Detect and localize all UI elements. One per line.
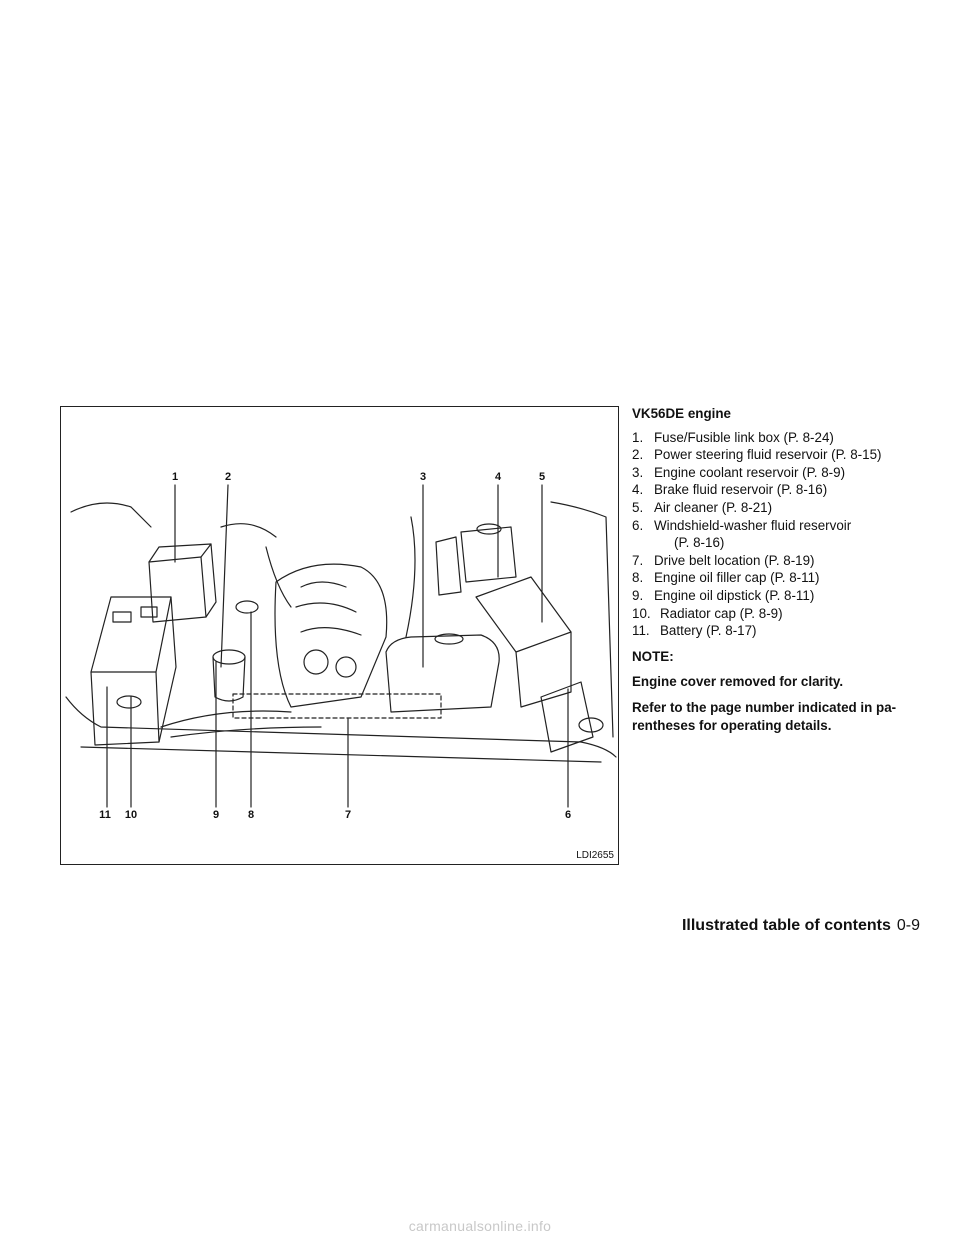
legend-item: 4. Brake fluid reservoir (P. 8-16) <box>632 481 922 499</box>
legend-column: VK56DE engine 1. Fuse/Fusible link box (P… <box>632 405 922 734</box>
legend-item-number: 2. <box>632 447 644 463</box>
legend-item-text: Fuse/Fusible link box (P. 8-24) <box>654 429 834 445</box>
legend-item: 5. Air cleaner (P. 8-21) <box>632 499 922 517</box>
engine-illustration <box>65 484 617 808</box>
legend-item-number: 1. <box>632 429 644 445</box>
legend-item-text-wrap: Windshield-washer fluid reservoir (P. 8-1… <box>654 517 922 552</box>
oil-filler-cap-shape <box>235 600 259 614</box>
legend-item: 10. Radiator cap (P. 8-9) <box>632 605 922 623</box>
air-cleaner-shape <box>475 576 572 653</box>
callout-6: 6 <box>564 809 572 821</box>
legend-item: 9. Engine oil dipstick (P. 8-11) <box>632 587 922 605</box>
watermark: carmanualsonline.info <box>408 1218 552 1234</box>
legend-item: 6. Windshield-washer fluid reservoir (P. 8… <box>632 517 922 552</box>
legend-item-number: 6. <box>632 517 644 533</box>
callout-4: 4 <box>494 471 502 483</box>
legend-list: 1. Fuse/Fusible link box (P. 8-24) 2. Powe… <box>632 429 922 640</box>
legend-item-number: 11. <box>632 623 650 639</box>
legend-item-number: 10. <box>632 605 651 621</box>
note-line-2: Refer to the page number indicated in pa… <box>632 699 897 733</box>
legend-item-text: Drive belt location (P. 8-19) <box>654 552 815 568</box>
legend-item: 8. Engine oil filler cap (P. 8-11) <box>632 569 922 587</box>
coolant-reservoir-shape <box>385 634 500 713</box>
legend-item-text: Windshield-washer fluid reservoir <box>654 517 852 533</box>
brake-reservoir-shape <box>460 526 517 583</box>
legend-item-text: Air cleaner (P. 8-21) <box>654 499 773 515</box>
callout-11: 11 <box>99 809 111 821</box>
callout-2: 2 <box>224 471 232 483</box>
washer-reservoir-shape <box>540 681 594 753</box>
legend-item: 7. Drive belt location (P. 8-19) <box>632 552 922 570</box>
battery-shape <box>90 671 160 746</box>
legend-item-continuation: (P. 8-16) <box>674 535 725 551</box>
legend-item-number: 5. <box>632 499 644 515</box>
legend-item-text: Engine coolant reservoir (P. 8-9) <box>654 464 846 480</box>
legend-item-number: 8. <box>632 570 644 586</box>
callout-10: 10 <box>124 809 138 821</box>
note-title: NOTE: <box>632 648 674 664</box>
callout-3: 3 <box>419 471 427 483</box>
callout-5: 5 <box>538 471 546 483</box>
callout-9: 9 <box>212 809 220 821</box>
engine-compartment-figure: 1 2 3 4 5 11 10 9 8 7 6 LDI2655 <box>60 406 619 865</box>
radiator-cap-shape <box>116 695 142 709</box>
legend-item: 2. Power steering fluid reservoir (P. 8-1… <box>632 446 922 464</box>
callout-7: 7 <box>344 809 352 821</box>
legend-item-number: 3. <box>632 464 644 480</box>
legend-item-number: 9. <box>632 587 644 603</box>
note-line-1: Engine cover removed for clarity. <box>632 674 844 690</box>
legend-item: 3. Engine coolant reservoir (P. 8-9) <box>632 464 922 482</box>
legend-item-text: Radiator cap (P. 8-9) <box>660 605 783 621</box>
legend-item-text: Engine oil filler cap (P. 8-11) <box>654 570 820 586</box>
footer-page-number: 0-9 <box>896 917 920 934</box>
legend-item: 1. Fuse/Fusible link box (P. 8-24) <box>632 429 922 447</box>
legend-item-text: Brake fluid reservoir (P. 8-16) <box>654 482 828 498</box>
drive-belt-box <box>232 693 442 719</box>
legend-item-number: 4. <box>632 482 644 498</box>
callout-1: 1 <box>171 471 179 483</box>
legend-item-text: Power steering fluid reservoir (P. 8-15) <box>654 447 882 463</box>
legend-heading: VK56DE engine <box>632 406 731 421</box>
ps-reservoir-shape <box>212 649 246 665</box>
footer-section-title: Illustrated table of contents <box>681 917 891 934</box>
legend-item: 11. Battery (P. 8-17) <box>632 622 922 640</box>
page-footer: Illustrated table of contents 0-9 <box>682 917 920 935</box>
figure-id: LDI2655 <box>576 850 614 861</box>
legend-item-text: Engine oil dipstick (P. 8-11) <box>654 587 815 603</box>
callout-8: 8 <box>247 809 255 821</box>
legend-item-text: Battery (P. 8-17) <box>660 623 757 639</box>
legend-item-number: 7. <box>632 552 644 568</box>
